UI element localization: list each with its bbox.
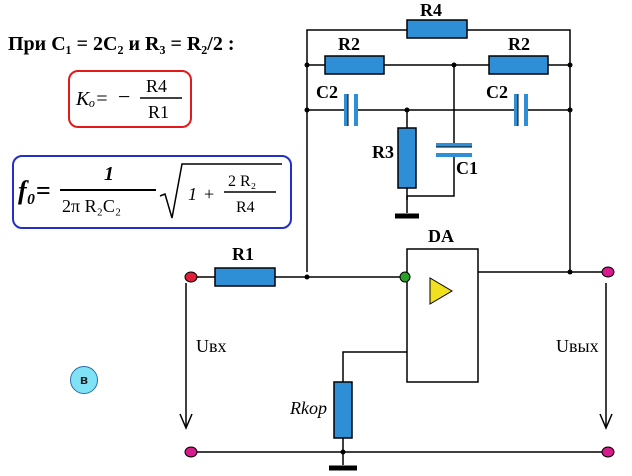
resistor-r1 xyxy=(214,267,276,287)
label-r3: R3 xyxy=(372,142,394,162)
label-c2-right: C2 xyxy=(486,82,508,102)
condition-and: и xyxy=(128,33,141,55)
freq-lhs: f₀= xyxy=(18,176,51,205)
junction-dot xyxy=(567,62,573,68)
junction-dot xyxy=(451,62,457,68)
input-terminal-bottom xyxy=(184,446,198,458)
junction-dot xyxy=(404,107,410,113)
junction-dot xyxy=(567,107,573,113)
junction-dot xyxy=(304,62,310,68)
resistor-r3 xyxy=(397,127,417,189)
junction-dot xyxy=(304,107,310,113)
output-terminal-bottom xyxy=(601,446,615,458)
inner-numerator: 2 R₂ xyxy=(228,173,256,190)
output-terminal-top xyxy=(601,266,615,278)
gain-formula-box xyxy=(68,70,192,128)
label-r2-right: R2 xyxy=(508,34,530,54)
condition-prefix: При xyxy=(8,33,47,55)
wire-rkor-top xyxy=(342,351,407,382)
gain-denominator: R1 xyxy=(148,102,169,122)
sqrt-one: 1 xyxy=(188,184,197,204)
resistor-r2-left xyxy=(324,55,385,75)
sqrt-sign xyxy=(159,163,282,219)
opamp-input-node xyxy=(399,271,411,283)
label-u-out: Uвых xyxy=(556,336,599,356)
junction-dot xyxy=(304,274,310,280)
gain-lhs: Kₒ= xyxy=(75,88,109,110)
opamp-body xyxy=(406,248,479,383)
freq-fraction-denominator: 2π R₂C₂ xyxy=(62,196,121,216)
label-u-in: Uвх xyxy=(196,336,227,356)
opamp-triangle xyxy=(429,277,453,305)
condition-line: При C₁ = 2C₂ и R₃ = R₂/2 : xyxy=(8,33,235,56)
resistor-rkor xyxy=(333,381,353,439)
resistor-r2-right xyxy=(488,55,549,75)
figure-badge: в xyxy=(70,366,98,394)
junction-dot xyxy=(567,269,573,275)
condition-resistor-ratio: R₃ = R₂/2 : xyxy=(145,33,235,55)
output-voltage-arrowhead xyxy=(599,413,613,430)
label-r4: R4 xyxy=(420,0,442,20)
gain-minus: − xyxy=(118,84,130,109)
label-r2-left: R2 xyxy=(338,34,360,54)
gain-numerator: R4 xyxy=(146,76,167,96)
input-terminal-top xyxy=(184,271,198,283)
label-c1: C1 xyxy=(456,158,478,178)
wire-c1-bottom xyxy=(407,155,455,197)
condition-capacitor-ratio: C₁ = 2C₂ xyxy=(51,33,124,55)
junction-dot xyxy=(340,449,346,455)
resistor-r4 xyxy=(406,19,468,39)
label-rkor: Rkор xyxy=(289,398,327,418)
freq-fraction-numerator: 1 xyxy=(104,163,114,185)
label-da: DA xyxy=(428,226,454,246)
label-r1: R1 xyxy=(232,244,254,264)
input-voltage-arrowhead xyxy=(179,413,193,430)
sqrt-plus: + xyxy=(204,184,214,204)
inner-denominator: R4 xyxy=(236,199,255,216)
label-c2-left: C2 xyxy=(316,82,338,102)
